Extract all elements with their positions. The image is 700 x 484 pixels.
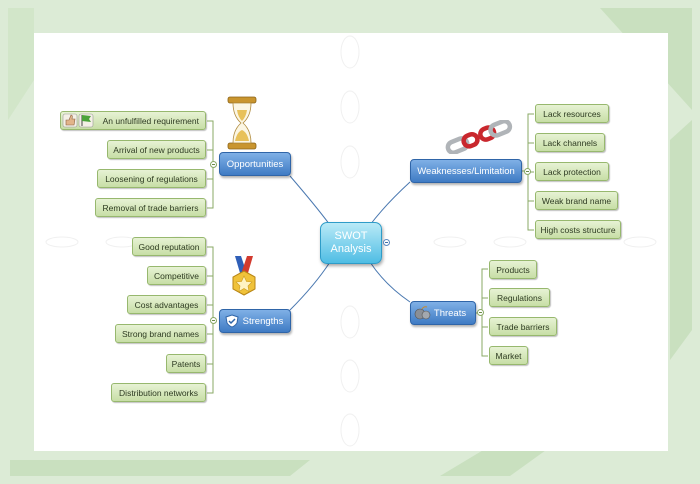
opportunity-item-1[interactable]: An unfulfilled requirement: [60, 111, 206, 130]
weakness-item-label: High costs structure: [540, 224, 616, 235]
central-topic-line2: Analysis: [330, 243, 372, 255]
central-topic-line1: SWOT: [334, 230, 368, 242]
bomb-icon: [414, 306, 431, 320]
strength-item-4[interactable]: Strong brand names: [115, 324, 206, 343]
strength-item-3[interactable]: Cost advantages: [127, 295, 206, 314]
branch-weaknesses[interactable]: Weaknesses/Limitation: [410, 159, 522, 183]
strength-item-label: Competitive: [154, 270, 199, 281]
threat-item-label: Regulations: [497, 292, 542, 303]
branch-opportunities[interactable]: Opportunities: [219, 152, 291, 176]
strength-item-1[interactable]: Good reputation: [132, 237, 206, 256]
threat-item-label: Market: [495, 350, 522, 361]
hourglass-icon: [227, 96, 257, 150]
strength-item-5[interactable]: Patents: [166, 354, 206, 373]
opportunity-item-label: An unfulfilled requirement: [102, 115, 199, 126]
strength-item-2[interactable]: Competitive: [147, 266, 206, 285]
opportunity-item-3[interactable]: Loosening of regulations: [97, 169, 206, 188]
threat-item-1[interactable]: Products: [489, 260, 537, 279]
weakness-item-4[interactable]: Weak brand name: [535, 191, 618, 210]
weakness-item-5[interactable]: High costs structure: [535, 220, 621, 239]
weakness-item-label: Lack protection: [543, 166, 601, 177]
strength-item-label: Distribution networks: [119, 387, 198, 398]
strength-item-label: Patents: [171, 358, 201, 369]
broken-chain-icon: [445, 120, 513, 154]
medal-icon: [232, 256, 256, 296]
branch-threats-label: Threats: [433, 307, 467, 319]
opportunities-collapse-toggle[interactable]: [210, 161, 217, 168]
threat-item-2[interactable]: Regulations: [489, 288, 550, 307]
strength-item-label: Strong brand names: [121, 328, 200, 339]
branch-opportunities-label: Opportunities: [226, 158, 284, 170]
weakness-item-2[interactable]: Lack channels: [535, 133, 605, 152]
branch-strengths-label: Strengths: [242, 315, 284, 327]
weakness-item-label: Weak brand name: [541, 195, 612, 206]
threat-item-label: Trade barriers: [496, 321, 550, 332]
strength-item-label: Good reputation: [138, 241, 200, 252]
strengths-collapse-toggle[interactable]: [210, 317, 217, 324]
threat-item-4[interactable]: Market: [489, 346, 528, 365]
opportunity-item-label: Arrival of new products: [113, 144, 200, 155]
opportunity-item-2[interactable]: Arrival of new products: [107, 140, 206, 159]
opportunity-item-label: Loosening of regulations: [105, 173, 198, 184]
opportunity-item-4[interactable]: Removal of trade barriers: [95, 198, 206, 217]
threat-item-label: Products: [496, 264, 530, 275]
weaknesses-collapse-toggle[interactable]: [524, 168, 531, 175]
strength-item-label: Cost advantages: [134, 299, 199, 310]
strength-item-6[interactable]: Distribution networks: [111, 383, 206, 402]
first-item-icons: [62, 113, 94, 128]
opportunity-item-label: Removal of trade barriers: [102, 202, 199, 213]
threat-item-3[interactable]: Trade barriers: [489, 317, 557, 336]
shield-check-icon: [225, 314, 239, 328]
threats-collapse-toggle[interactable]: [477, 309, 484, 316]
weakness-item-label: Lack channels: [542, 137, 598, 148]
branch-weaknesses-label: Weaknesses/Limitation: [417, 165, 515, 177]
thumbs-up-icon: [62, 113, 78, 128]
weakness-item-label: Lack resources: [543, 108, 601, 119]
green-flag-icon: [78, 113, 94, 128]
central-topic[interactable]: SWOT Analysis: [320, 222, 382, 264]
weakness-item-1[interactable]: Lack resources: [535, 104, 609, 123]
weakness-item-3[interactable]: Lack protection: [535, 162, 609, 181]
center-collapse-toggle[interactable]: [383, 239, 390, 246]
